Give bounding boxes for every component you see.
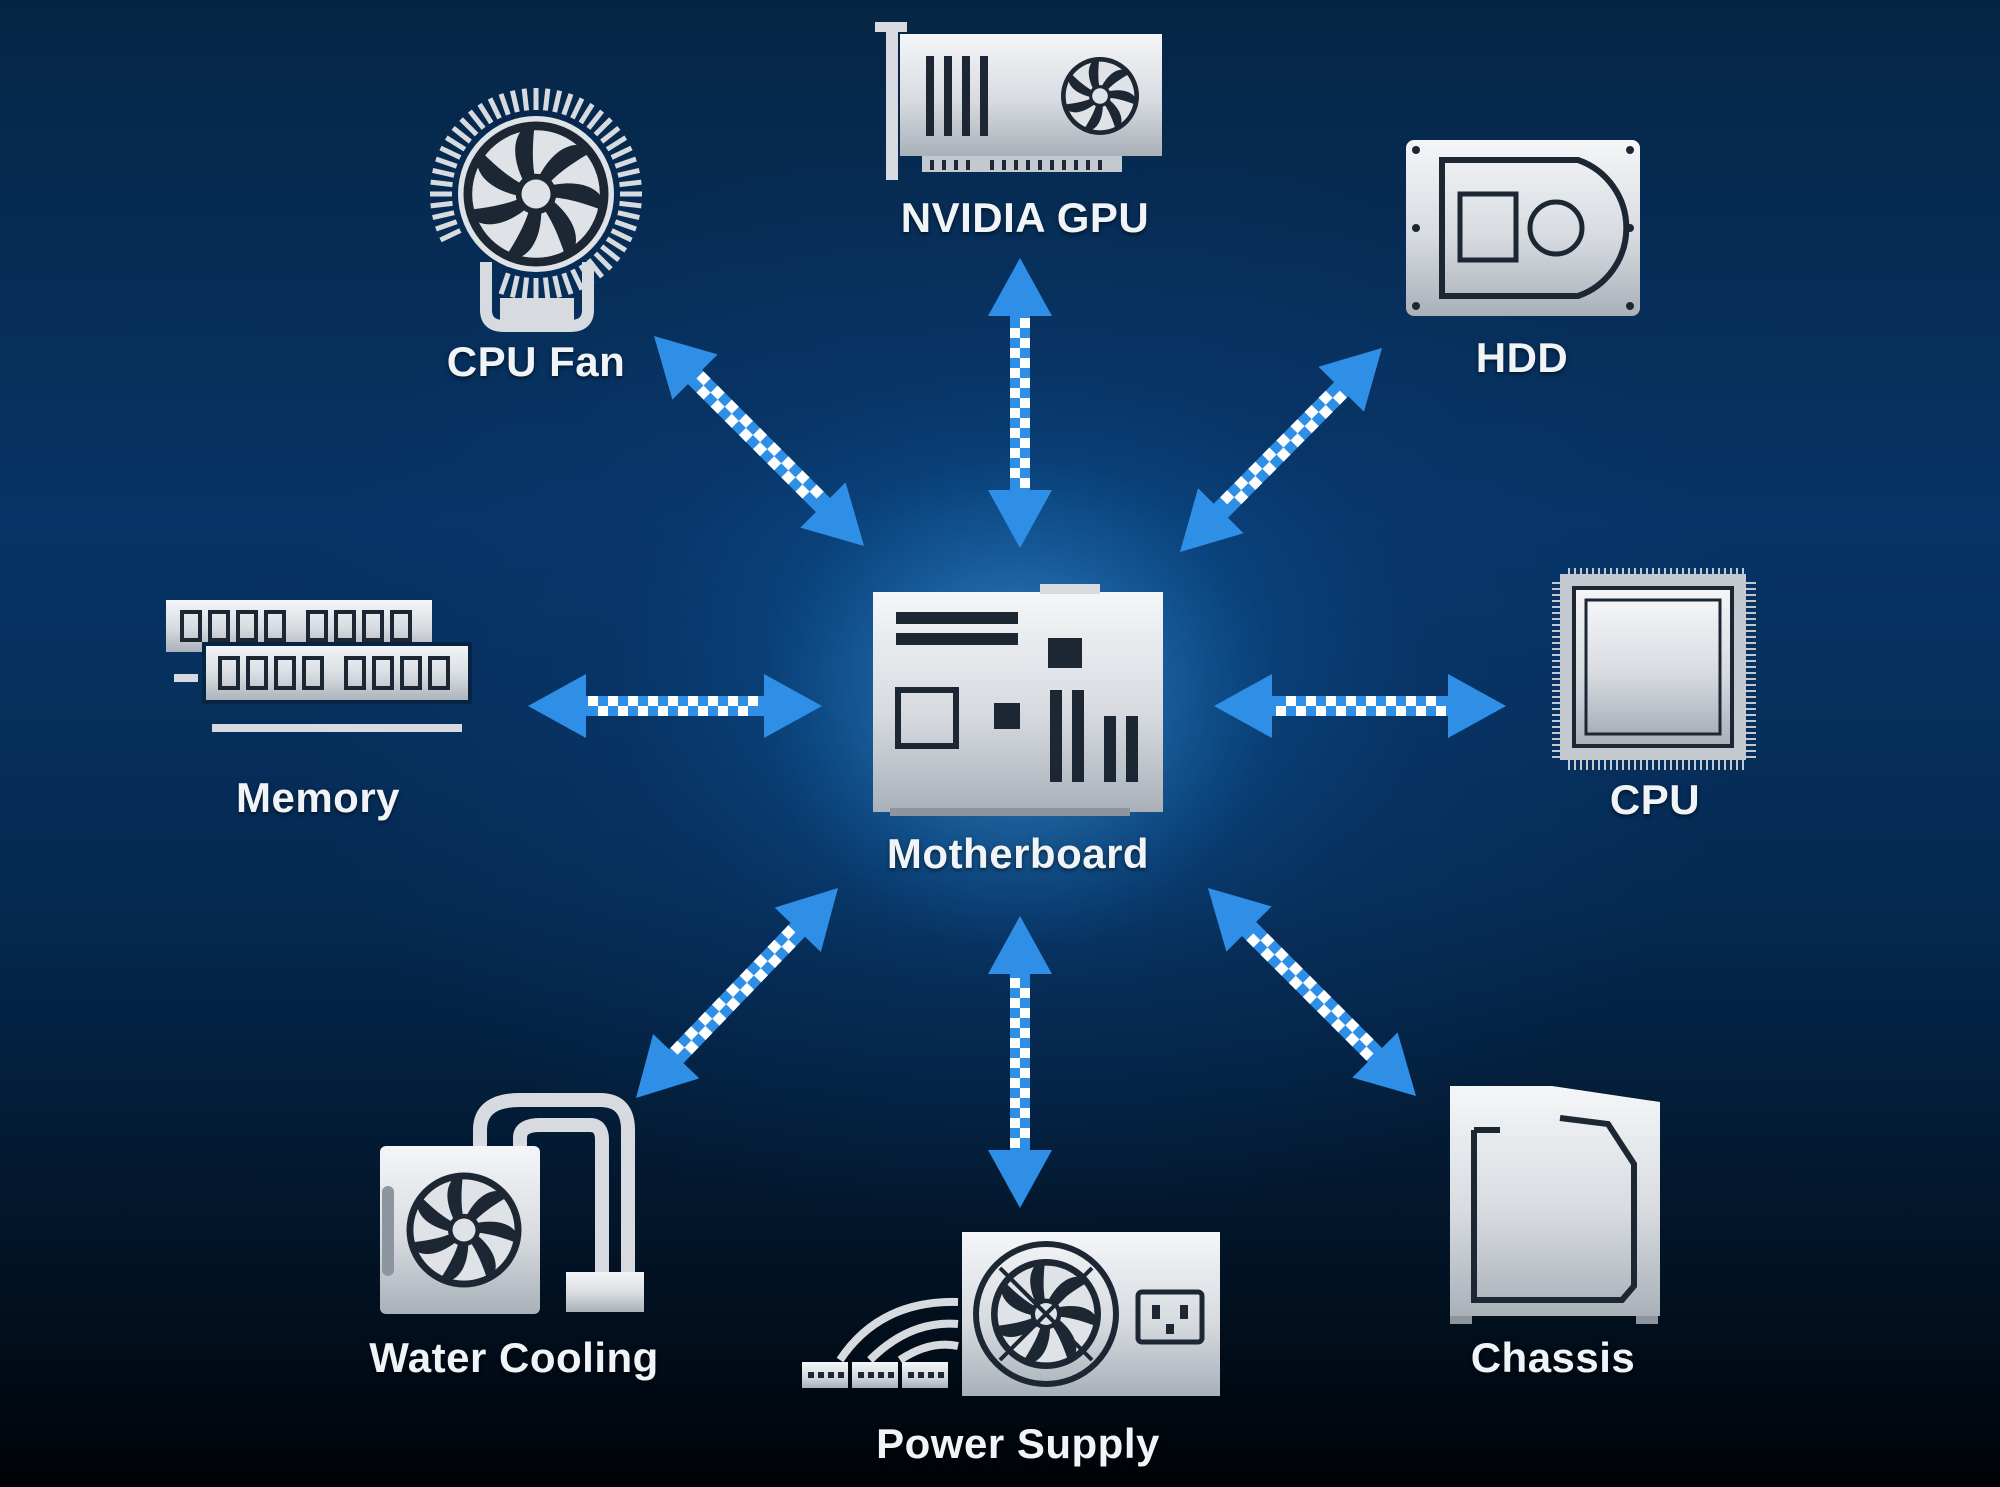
arrow-chassis (1207, 887, 1416, 1096)
hdd-label: HDD (1475, 334, 1569, 381)
arrows-layer (528, 258, 1506, 1208)
cpu-chip-icon (1552, 568, 1756, 770)
motherboard-icon (873, 584, 1163, 816)
power-supply-label: Power Supply (876, 1420, 1160, 1467)
arrow-cpu-fan (654, 336, 865, 547)
chassis-label: Chassis (1470, 1334, 1636, 1381)
arrow-cpu (1214, 674, 1506, 738)
arrow-gpu (988, 258, 1052, 548)
ram-module-icon (166, 600, 472, 732)
gpu-label: NVIDIA GPU (900, 194, 1150, 241)
motherboard-label: Motherboard (886, 830, 1150, 877)
pc-case-icon (1450, 1086, 1660, 1324)
memory-label: Memory (235, 774, 401, 821)
power-supply-icon (802, 1232, 1220, 1396)
arrow-water-cooling (636, 888, 838, 1098)
arrow-memory (528, 674, 822, 738)
graphics-card-icon (875, 22, 1162, 180)
hard-drive-icon (1406, 140, 1640, 316)
cpu-fan-label: CPU Fan (446, 338, 626, 385)
water-cooler-icon (380, 1093, 644, 1314)
cpu-label: CPU (1609, 776, 1701, 823)
arrow-power-supply (988, 916, 1052, 1208)
cpu-fan-icon (430, 88, 642, 332)
arrow-hdd (1179, 348, 1382, 552)
water-cooling-label: Water Cooling (369, 1334, 659, 1381)
